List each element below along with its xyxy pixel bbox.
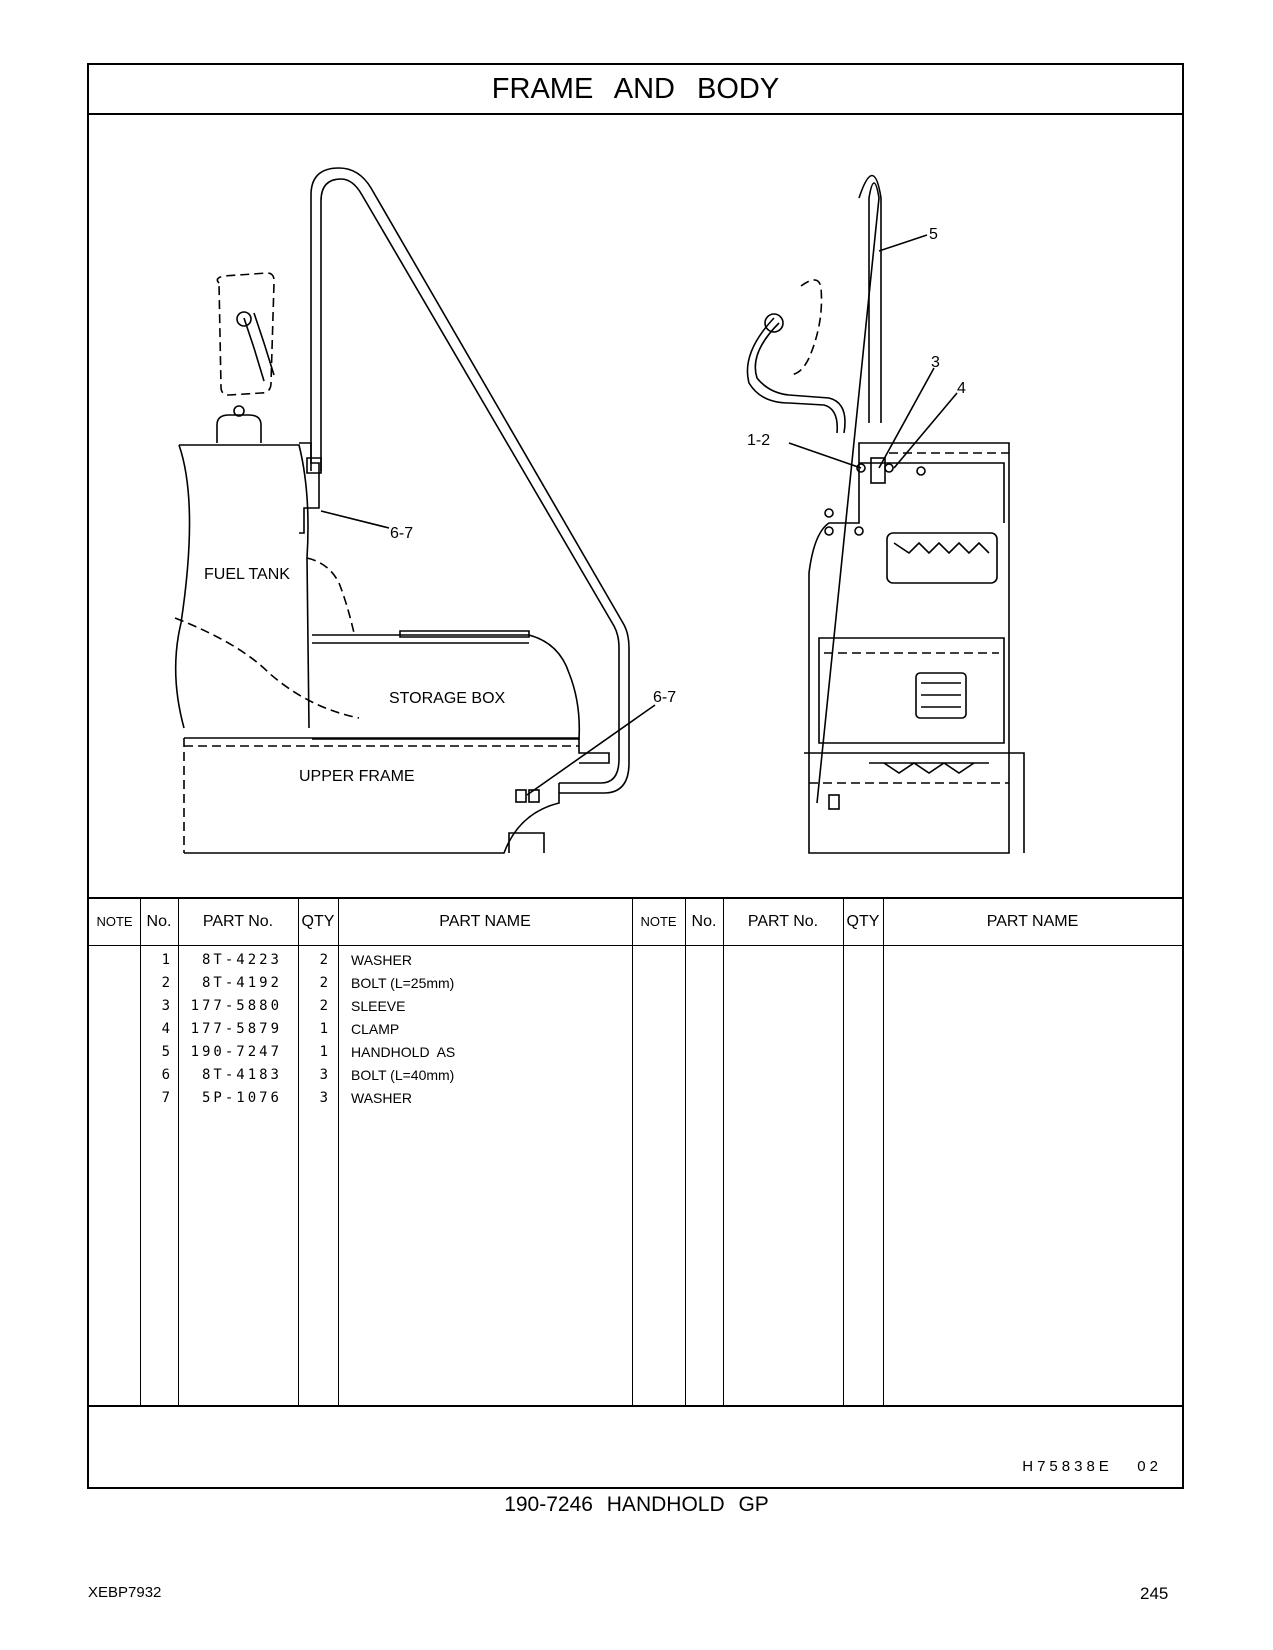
leader-3 (878, 367, 935, 469)
mirror-right (788, 279, 823, 376)
storage-box-label: STORAGE BOX (389, 690, 506, 707)
header-part-name-right: PART NAME (986, 913, 1079, 930)
table-row: 4 177-5879 1 CLAMP (89, 1018, 632, 1041)
parts-illustration: FUEL TANK STORAGE BOX UPPER FRAME 6-7 6-… (89, 113, 1182, 897)
page-title: FRAME AND BODY (89, 65, 1182, 115)
callout-3: 3 (931, 354, 940, 371)
handrail-right (816, 182, 880, 804)
leader-6-7-bottom (526, 704, 656, 796)
row-part-no: 190-7247 (190, 1044, 282, 1060)
row-no: 1 (161, 952, 170, 968)
fuel-tank-outline (179, 444, 310, 729)
leader-5 (878, 234, 928, 252)
header-note-right: NOTE (640, 914, 677, 929)
row-qty: 2 (319, 998, 328, 1014)
parts-page-frame: FRAME AND BODY (87, 63, 1184, 1489)
row-part-name: BOLT (L=25mm) (351, 975, 455, 991)
upper-frame-label: UPPER FRAME (299, 768, 415, 785)
row-no: 2 (161, 975, 170, 991)
row-part-name: BOLT (L=40mm) (351, 1067, 455, 1083)
row-part-no: 177-5879 (190, 1021, 282, 1037)
row-qty: 2 (319, 975, 328, 991)
table-row: 2 8T-4192 2 BOLT (L=25mm) (89, 972, 632, 995)
callout-6-7-bottom: 6-7 (653, 689, 676, 706)
row-no: 4 (161, 1021, 170, 1037)
callout-6-7-top: 6-7 (390, 525, 413, 542)
page-number: 245 (1140, 1584, 1169, 1603)
exploded-view-drawing: FUEL TANK STORAGE BOX UPPER FRAME 6-7 6-… (174, 167, 1025, 854)
header-part-no-left: PART No. (202, 913, 274, 930)
header-note-left: NOTE (96, 914, 133, 929)
upper-frame-outline (184, 737, 610, 764)
row-qty: 1 (319, 1021, 328, 1037)
header-no-left: No. (146, 913, 172, 930)
row-no: 7 (161, 1090, 170, 1106)
row-part-no: 177-5880 (190, 998, 282, 1014)
leader-6-7-top (320, 510, 390, 529)
leader-4 (893, 392, 958, 469)
table-row: 5 190-7247 1 HANDHOLD AS (89, 1041, 632, 1064)
handrail-left (310, 167, 630, 794)
row-part-name: WASHER (351, 952, 412, 968)
row-qty: 3 (319, 1067, 328, 1083)
parts-table-header (89, 899, 1182, 946)
body-outline (808, 442, 1010, 854)
parts-table: NOTE No. PART No. QTY PART NAME NOTE No.… (89, 897, 1182, 1407)
callout-4: 4 (957, 380, 966, 397)
header-part-name-left: PART NAME (439, 913, 531, 930)
reference-code: H75838E 02 (1022, 1458, 1162, 1475)
callout-5: 5 (929, 226, 938, 243)
row-no: 3 (161, 998, 170, 1014)
row-qty: 1 (319, 1044, 328, 1060)
header-no-right: No. (691, 913, 717, 930)
row-part-no: 8T-4192 (201, 975, 282, 991)
row-qty: 2 (319, 952, 328, 968)
header-part-no-right: PART No. (747, 913, 819, 930)
leader-1-2 (788, 442, 862, 469)
table-row: 6 8T-4183 3 BOLT (L=40mm) (89, 1064, 632, 1087)
row-part-no: 5P-1076 (201, 1090, 282, 1106)
callout-1-2: 1-2 (747, 432, 770, 449)
row-no: 5 (161, 1044, 170, 1060)
storage-box-outline (312, 634, 581, 740)
row-part-name: SLEEVE (351, 998, 406, 1014)
row-part-name: CLAMP (351, 1021, 400, 1037)
row-part-name: HANDHOLD AS (351, 1044, 456, 1060)
document-id: XEBP7932 (88, 1584, 162, 1601)
row-qty: 3 (319, 1090, 328, 1106)
table-row: 1 8T-4223 2 WASHER (89, 949, 632, 972)
row-part-name: WASHER (351, 1090, 412, 1106)
table-row: 7 5P-1076 3 WASHER (89, 1087, 632, 1110)
mirror-left (216, 272, 275, 396)
table-row: 3 177-5880 2 SLEEVE (89, 995, 632, 1018)
group-caption: 190-7246 HANDHOLD GP (504, 1493, 769, 1516)
row-no: 6 (161, 1067, 170, 1083)
fuel-tank-label: FUEL TANK (204, 566, 290, 583)
header-qty-right: QTY (846, 913, 880, 930)
row-part-no: 8T-4223 (201, 952, 282, 968)
header-qty-left: QTY (301, 913, 335, 930)
row-part-no: 8T-4183 (201, 1067, 282, 1083)
